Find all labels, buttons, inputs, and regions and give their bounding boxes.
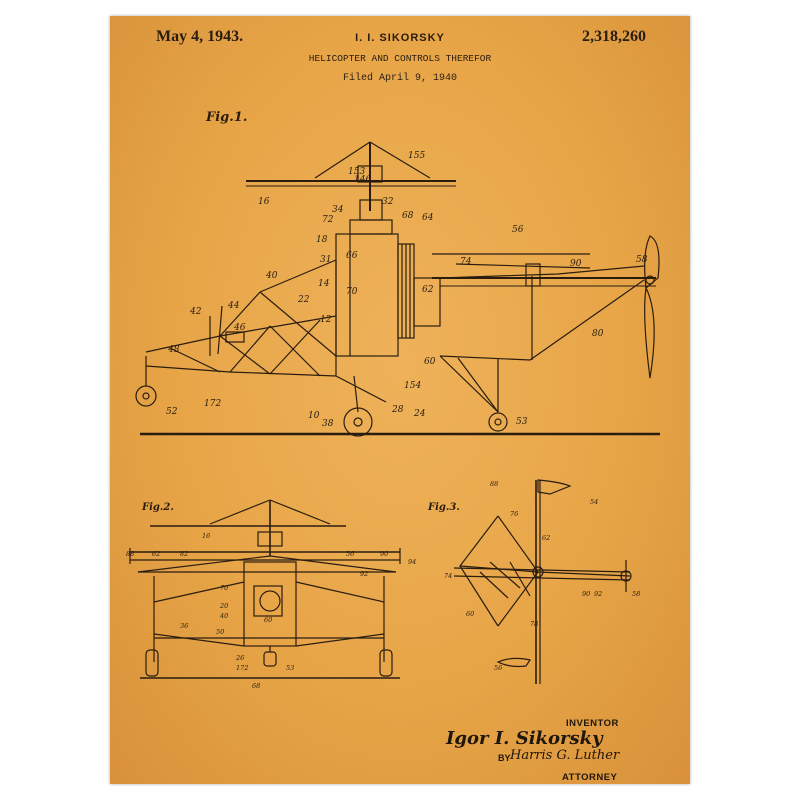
fig1-reference-numeral: 40 [265, 271, 278, 281]
fig2-reference-numeral: 56 [346, 550, 354, 558]
fig1-helicopter-side-view [135, 141, 660, 437]
fig3-reference-numeral: 62 [542, 534, 550, 542]
fig3-reference-numeral: 78 [530, 620, 538, 628]
fig2-reference-numeral: 16 [202, 532, 210, 540]
fig1-reference-numeral: 32 [382, 197, 394, 207]
inventor-signature: Igor I. Sikorsky [446, 728, 603, 749]
fig3-reference-numeral: 74 [444, 572, 452, 580]
fig1-reference-numeral: 38 [322, 419, 334, 429]
attorney-signature: Harris G. Luther [510, 748, 620, 763]
fig1-reference-numeral: 153 [348, 167, 365, 177]
fig1-reference-numeral: 56 [512, 225, 524, 235]
fig3-reference-numeral: 58 [632, 590, 640, 598]
fig1-reference-numeral: 34 [332, 205, 344, 215]
fig2-reference-numeral: 90 [380, 550, 388, 558]
fig2-reference-numeral: 50 [216, 628, 224, 636]
fig1-reference-numeral: 146 [354, 175, 371, 185]
patent-title: HELICOPTER AND CONTROLS THEREFOR [308, 53, 492, 64]
fig1-reference-numeral: 16 [258, 197, 270, 207]
fig1-reference-numeral: 70 [346, 287, 358, 297]
patent-sheet: May 4, 1943. I. I. SIKORSKY 2,318,260 HE… [110, 16, 690, 784]
fig1-label: Fig.1. [206, 110, 248, 125]
by-label: BY [498, 753, 511, 763]
inventor-label: INVENTOR [566, 718, 619, 729]
fig1-reference-numeral: 53 [516, 417, 528, 427]
fig1-reference-numeral: 48 [167, 345, 180, 355]
fig2-reference-numeral: 68 [252, 682, 260, 690]
fig3-reference-numeral: 54 [590, 498, 598, 506]
fig1-reference-numeral: 172 [204, 399, 221, 409]
fig3-reference-numeral: 60 [466, 610, 474, 618]
fig1-reference-numeral: 28 [391, 405, 404, 415]
fig2-reference-numeral: 26 [235, 654, 244, 662]
fig1-reference-numeral: 58 [636, 255, 648, 265]
fig2-reference-numeral: 92 [360, 570, 368, 578]
fig3-label: Fig.3. [428, 502, 460, 513]
patent-number: 2,318,260 [582, 28, 646, 45]
fig1-reference-numeral: 64 [422, 213, 434, 223]
fig1-reference-numeral: 12 [320, 315, 332, 325]
fig1-reference-numeral: 52 [166, 407, 178, 417]
fig2-reference-numeral: 36 [180, 622, 188, 630]
fig2-reference-numeral: 172 [236, 664, 248, 672]
fig3-reference-numeral: 56 [494, 664, 502, 672]
fig1-reference-numeral: 155 [408, 151, 425, 161]
fig2-reference-numeral: 94 [408, 558, 416, 566]
fig1-reference-numeral: 22 [297, 295, 310, 305]
fig2-helicopter-front-view [129, 499, 401, 679]
fig2-reference-numeral: 62 [152, 550, 160, 558]
fig1-reference-numeral: 62 [422, 285, 434, 295]
fig3-reference-numeral: 90 [582, 590, 590, 598]
fig2-reference-numeral: 88 [126, 550, 134, 558]
fig1-reference-numeral: 72 [322, 215, 334, 225]
fig1-reference-numeral: 18 [316, 235, 328, 245]
fig1-reference-numeral: 60 [424, 357, 436, 367]
fig1-reference-numeral: 90 [570, 259, 582, 269]
fig3-reference-numeral: 88 [490, 480, 498, 488]
fig2-reference-numeral: 53 [286, 664, 294, 672]
fig1-reference-numeral: 74 [460, 257, 472, 267]
fig1-reference-numeral: 44 [227, 301, 240, 311]
fig2-reference-numeral: 20 [219, 602, 228, 610]
fig3-reference-numeral: 76 [510, 510, 518, 518]
patent-date: May 4, 1943. [156, 28, 244, 45]
attorney-label: ATTORNEY [562, 772, 618, 783]
fig2-reference-numeral: 60 [264, 616, 272, 624]
fig1-reference-numeral: 46 [233, 323, 246, 333]
fig1-reference-numeral: 14 [318, 279, 330, 289]
fig1-reference-numeral: 24 [413, 409, 426, 419]
fig1-reference-numeral: 10 [308, 411, 320, 421]
fig2-reference-numeral: 40 [219, 612, 228, 620]
fig1-reference-numeral: 31 [320, 255, 331, 265]
fig3-helicopter-plan-view [453, 479, 632, 684]
fig2-label: Fig.2. [142, 502, 174, 513]
fig2-reference-numeral: 82 [180, 550, 188, 558]
fig3-reference-numeral: 92 [594, 590, 602, 598]
fig1-reference-numeral: 154 [404, 381, 421, 391]
fig1-reference-numeral: 66 [346, 251, 358, 261]
inventor-header: I. I. SIKORSKY [355, 32, 445, 44]
fig2-reference-numeral: 70 [220, 584, 228, 592]
fig1-reference-numeral: 80 [592, 329, 604, 339]
fig1-reference-numeral: 42 [189, 307, 202, 317]
fig1-reference-numeral: 68 [402, 211, 414, 221]
filed-date: Filed April 9, 1940 [342, 73, 458, 84]
